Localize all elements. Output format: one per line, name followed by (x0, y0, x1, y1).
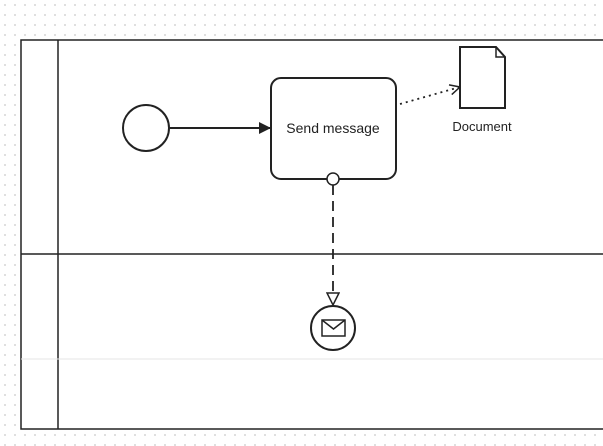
document-fold (495, 47, 505, 58)
data-object-document[interactable]: Document (452, 46, 512, 134)
document-icon[interactable] (459, 46, 506, 109)
data-association[interactable] (399, 87, 460, 105)
message-event[interactable] (310, 305, 356, 351)
task-send-message[interactable]: Send message (270, 77, 397, 180)
task-label: Send message (286, 120, 380, 136)
message-flow-origin (326, 172, 340, 186)
envelope-icon (321, 319, 346, 337)
document-label: Document (452, 119, 512, 134)
start-event[interactable] (122, 104, 170, 152)
